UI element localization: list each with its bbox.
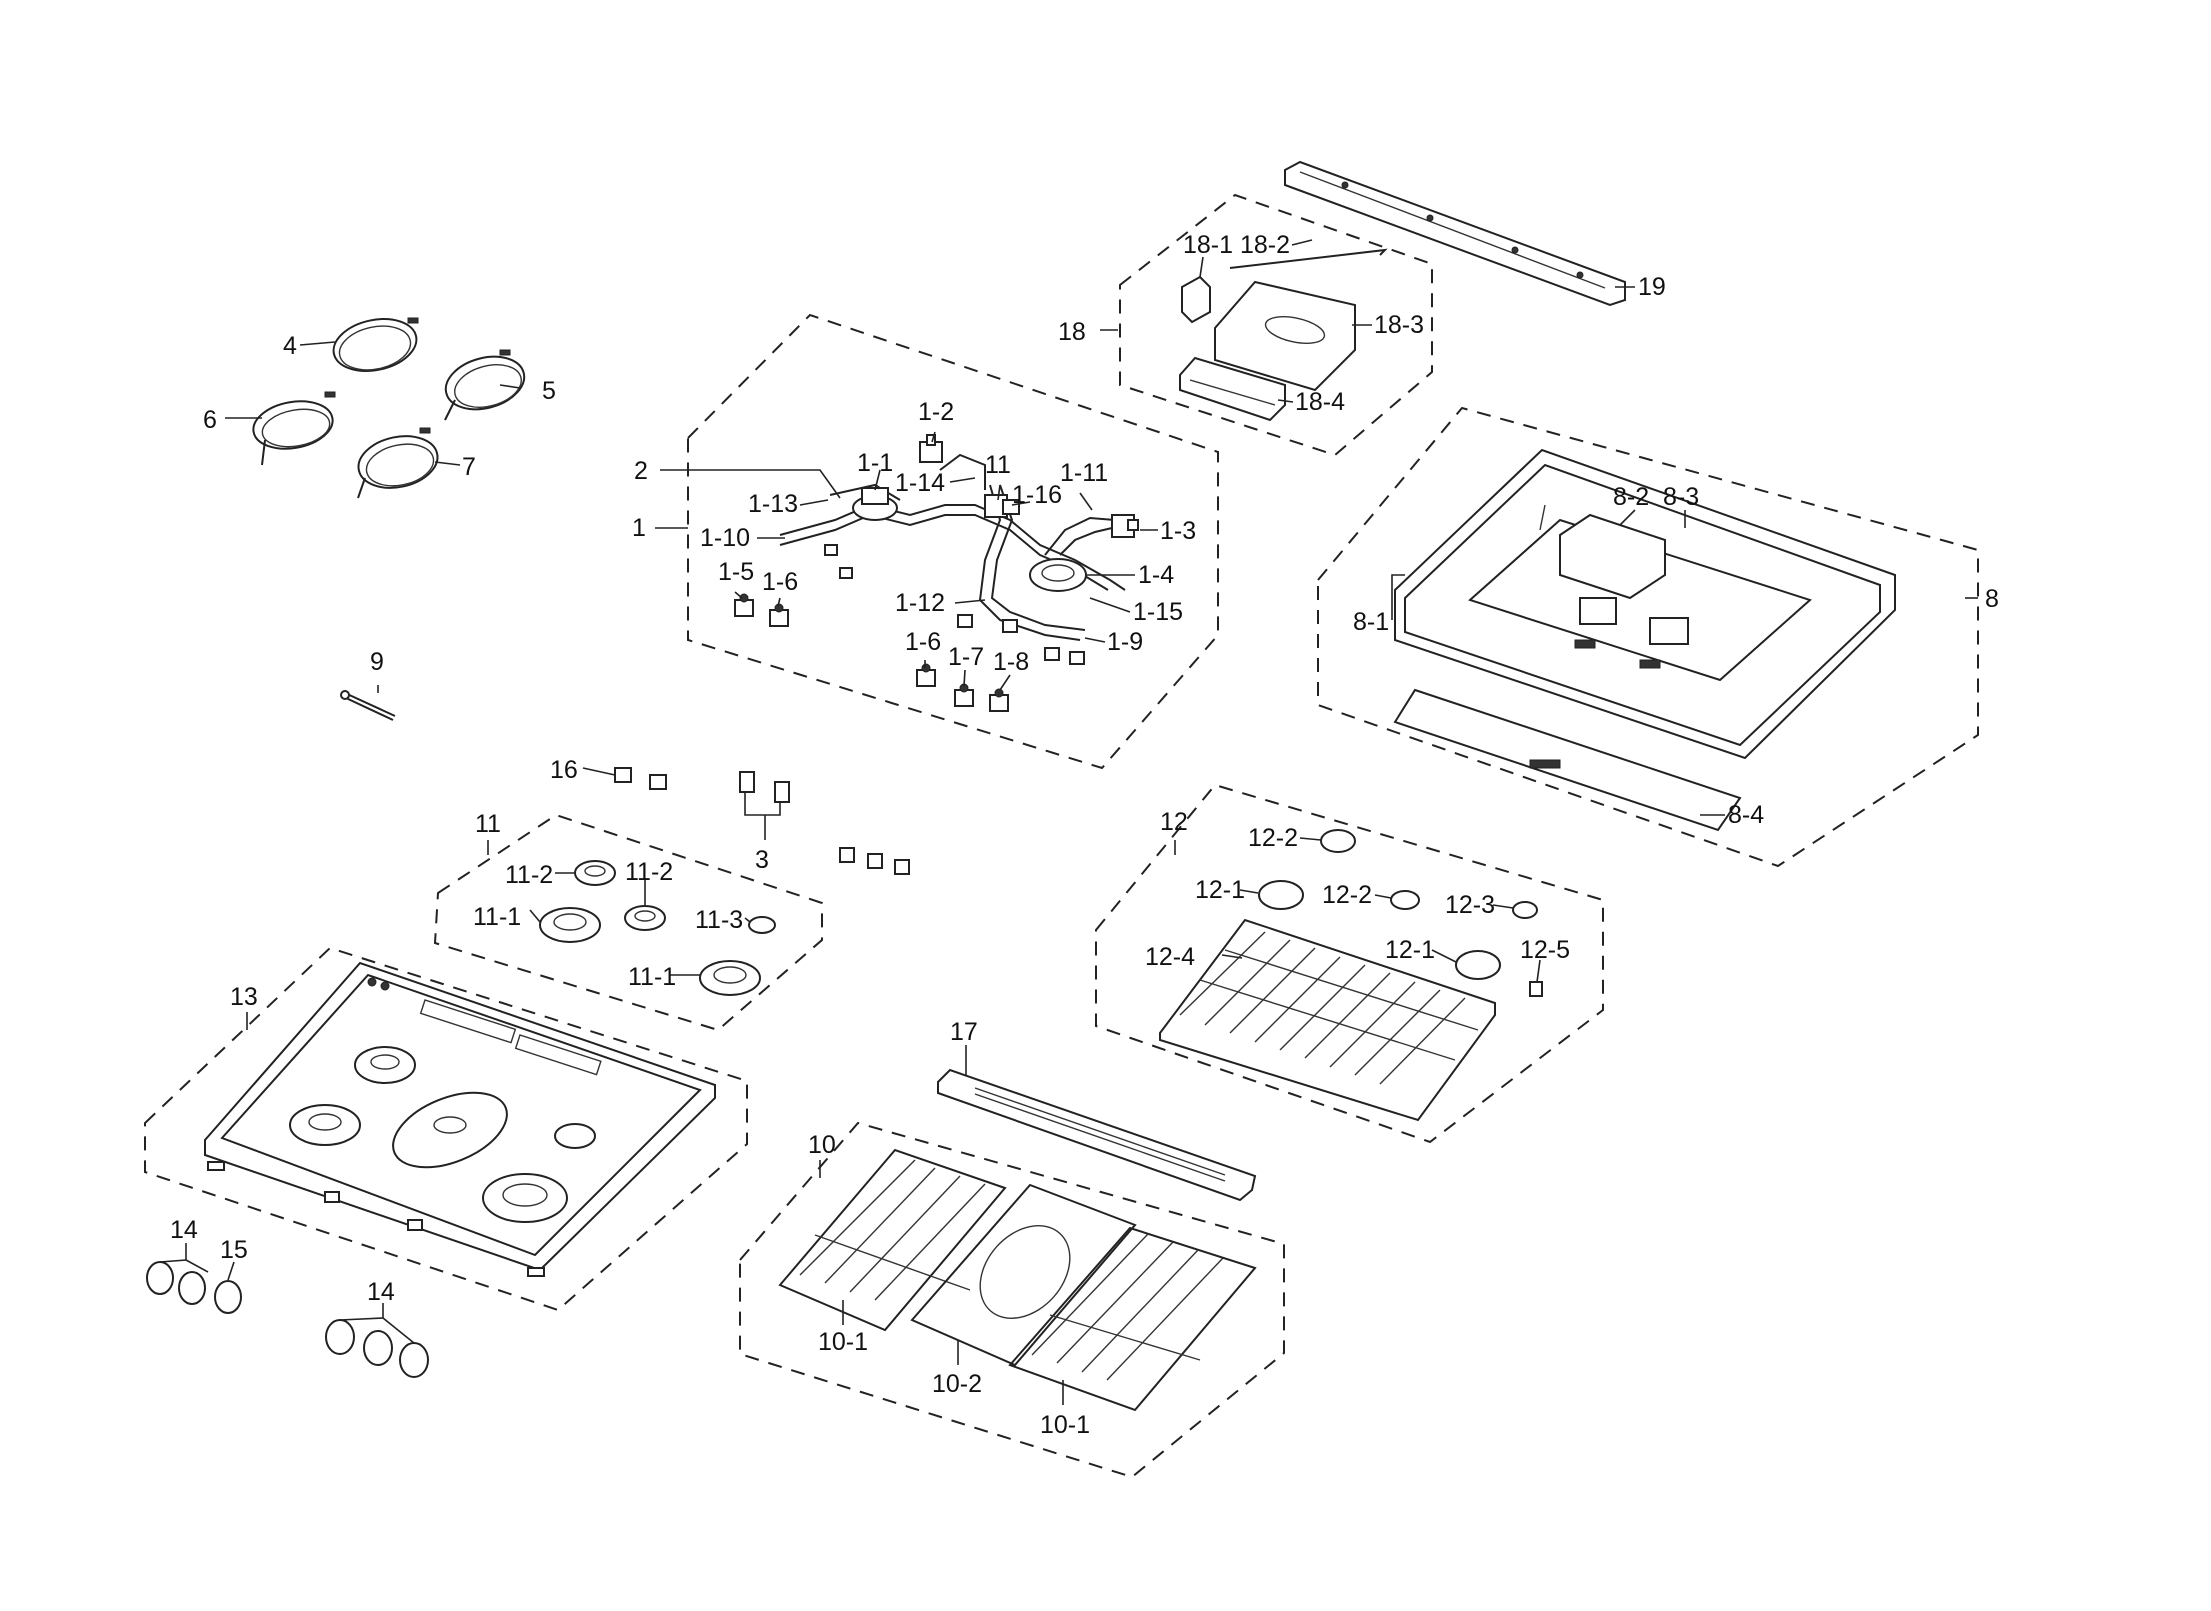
label-14-right: 14 xyxy=(367,1278,395,1306)
label-18-3: 18-3 xyxy=(1374,311,1424,339)
label-1: 1 xyxy=(632,514,646,542)
group-8-outline xyxy=(1317,406,1979,868)
clips-16-3 xyxy=(614,767,910,875)
label-1-1: 1-1 xyxy=(857,449,893,477)
group-12-outline xyxy=(1095,783,1604,1144)
label-11-2-left: 11-2 xyxy=(505,861,553,889)
label-10-1-left: 10-1 xyxy=(818,1328,868,1356)
label-4: 4 xyxy=(283,332,297,360)
group-13-outline xyxy=(144,946,748,1312)
label-11-1-right: 11-1 xyxy=(628,963,676,991)
label-2: 2 xyxy=(634,457,648,485)
label-15: 15 xyxy=(220,1236,248,1264)
manifold-assembly-1 xyxy=(734,434,1139,712)
vent-trim-17 xyxy=(937,1068,1257,1202)
label-11-top: 11 xyxy=(985,451,1011,479)
oven-box-8 xyxy=(1393,448,1896,832)
label-16: 16 xyxy=(550,756,578,784)
label-1-9: 1-9 xyxy=(1107,628,1143,656)
oven-rack-12 xyxy=(1159,829,1543,1122)
group-1-outline xyxy=(687,313,1219,770)
label-1-7: 1-7 xyxy=(948,643,984,671)
group-10-outline xyxy=(739,1121,1285,1479)
group-11-outline xyxy=(433,813,823,1032)
label-1-14: 1-14 xyxy=(895,469,945,497)
label-12-1-left: 12-1 xyxy=(1195,876,1245,904)
label-11-2-right: 11-2 xyxy=(625,858,673,886)
knobs-14-15 xyxy=(146,1261,429,1378)
leader-lines xyxy=(159,239,1978,1405)
label-10-2: 10-2 xyxy=(932,1370,982,1398)
label-8-4: 8-4 xyxy=(1728,801,1764,829)
label-12: 12 xyxy=(1160,808,1188,836)
label-1-2: 1-2 xyxy=(918,398,954,426)
label-11-3: 11-3 xyxy=(695,906,743,934)
label-13: 13 xyxy=(230,983,258,1011)
label-1-13: 1-13 xyxy=(748,490,798,518)
label-10-1-right: 10-1 xyxy=(1040,1411,1090,1439)
label-12-2-top: 12-2 xyxy=(1248,824,1298,852)
label-1-15: 1-15 xyxy=(1133,598,1183,626)
label-6: 6 xyxy=(203,406,217,434)
rail-19 xyxy=(1284,160,1626,307)
bracket-assembly-18 xyxy=(1179,248,1388,422)
label-11-1-left: 11-1 xyxy=(473,903,521,931)
label-1-5: 1-5 xyxy=(718,558,754,586)
label-3: 3 xyxy=(755,846,769,874)
label-12-4: 12-4 xyxy=(1145,943,1195,971)
label-8-1: 8-1 xyxy=(1353,608,1389,636)
label-9: 9 xyxy=(370,648,384,676)
label-1-4: 1-4 xyxy=(1138,561,1174,589)
part-labels: 4 5 6 7 9 2 1 1-1 1-2 1-13 1-14 1-10 11 … xyxy=(170,231,1999,1439)
hose-6 xyxy=(252,391,336,466)
label-10: 10 xyxy=(808,1131,836,1159)
label-1-6-right: 1-6 xyxy=(905,628,941,656)
label-8: 8 xyxy=(1985,585,1999,613)
label-1-6-left: 1-6 xyxy=(762,568,798,596)
label-17: 17 xyxy=(950,1018,978,1046)
label-14-left: 14 xyxy=(170,1216,198,1244)
label-1-8: 1-8 xyxy=(993,648,1029,676)
grates-10 xyxy=(778,1148,1257,1412)
label-1-10: 1-10 xyxy=(700,524,750,552)
group-18-outline xyxy=(1119,193,1433,457)
label-18: 18 xyxy=(1058,318,1086,346)
label-19: 19 xyxy=(1638,273,1666,301)
label-12-5: 12-5 xyxy=(1520,936,1570,964)
hose-5 xyxy=(444,349,526,421)
label-1-3: 1-3 xyxy=(1160,517,1196,545)
burners-11 xyxy=(539,860,776,996)
label-8-2: 8-2 xyxy=(1613,483,1649,511)
label-18-1: 18-1 xyxy=(1183,231,1233,259)
label-1-12: 1-12 xyxy=(895,589,945,617)
label-8-3: 8-3 xyxy=(1663,483,1699,511)
label-1-16: 1-16 xyxy=(1012,481,1062,509)
label-12-1-right: 12-1 xyxy=(1385,936,1435,964)
cooktop-13 xyxy=(204,961,716,1277)
label-12-3: 12-3 xyxy=(1445,891,1495,919)
hose-4 xyxy=(332,317,419,372)
label-18-4: 18-4 xyxy=(1295,388,1345,416)
pin-9 xyxy=(340,690,396,721)
label-1-11: 1-11 xyxy=(1060,459,1108,487)
label-18-2: 18-2 xyxy=(1240,231,1290,259)
label-12-2-mid: 12-2 xyxy=(1322,881,1372,909)
hose-7 xyxy=(357,427,439,499)
label-11: 11 xyxy=(475,810,501,838)
label-5: 5 xyxy=(542,377,556,405)
label-7: 7 xyxy=(462,453,476,481)
